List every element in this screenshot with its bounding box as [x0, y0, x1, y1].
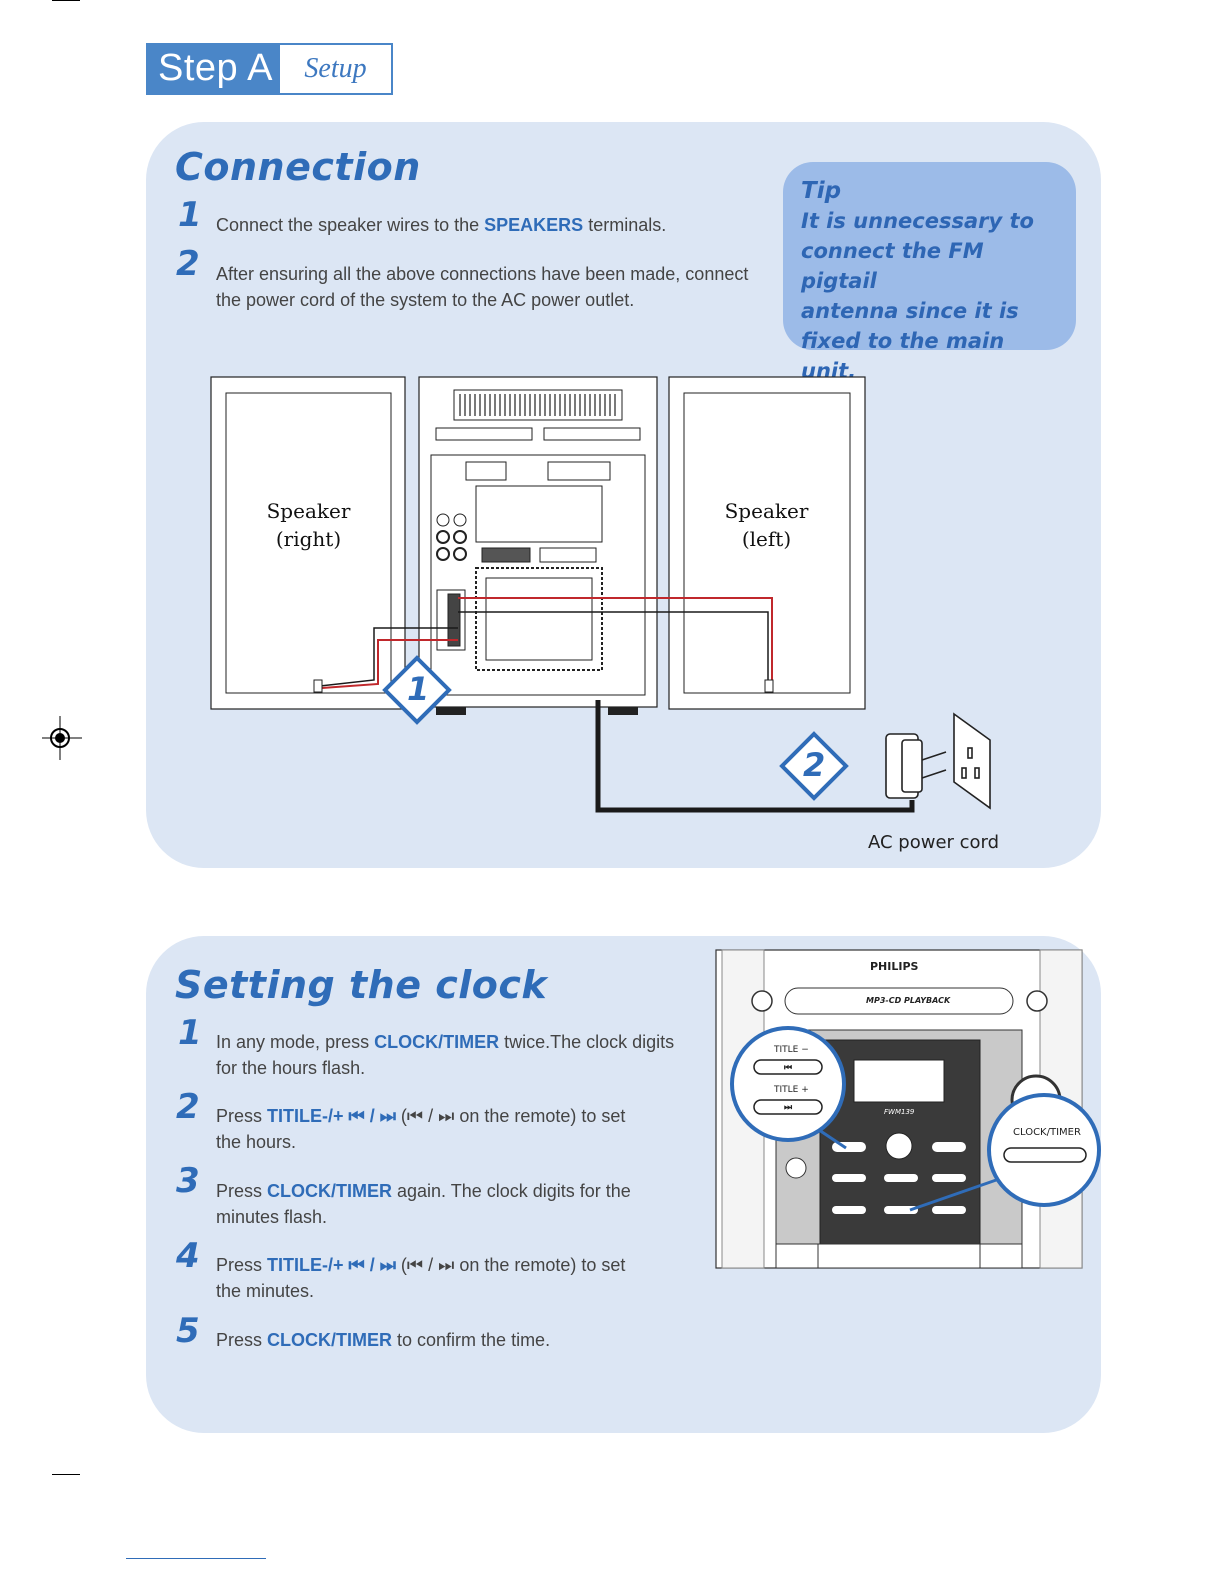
main-unit-rear	[418, 376, 658, 715]
wire-left-black	[458, 611, 769, 680]
tip-line: connect the FM pigtail	[801, 239, 984, 293]
title-plus-button: ⏭	[783, 1102, 793, 1112]
crop-mark-footer	[126, 1558, 266, 1559]
title-minus-label: TITLE −	[774, 1045, 809, 1055]
wall-socket	[953, 712, 991, 810]
step-label: Step A	[146, 43, 280, 95]
speaker-right-label: Speaker(right)	[266, 499, 351, 551]
step-number: 5	[176, 1311, 200, 1351]
section-label: Setup	[280, 43, 393, 95]
step-text: In any mode, press CLOCK/TIMER twice.The…	[216, 1032, 675, 1078]
step-text: After ensuring all the above connections…	[216, 264, 749, 310]
connection-title: Connection	[175, 145, 421, 189]
callout-1-label: 1	[407, 670, 430, 708]
callout-2-icon	[779, 731, 849, 801]
tip-line: It is unnecessary to	[801, 209, 1034, 233]
step-number: 2	[176, 1087, 200, 1127]
registration-mark-icon	[42, 716, 82, 760]
tip-box: Tip It is unnecessary to connect the FM …	[783, 162, 1076, 383]
tip-line: antenna since it is	[801, 299, 1019, 323]
clock-timer-label: CLOCK/TIMER	[1013, 1127, 1081, 1138]
step-number: 1	[178, 1013, 202, 1053]
ac-power-cord-caption: AC power cord	[868, 832, 1000, 853]
callout-1-icon	[382, 655, 452, 725]
step-number: 4	[176, 1236, 200, 1276]
step-number: 2	[176, 244, 200, 284]
tip-title: Tip	[801, 178, 842, 204]
callout-2-label: 2	[803, 746, 826, 784]
step-text: Press CLOCK/TIMER again. The clock digit…	[216, 1181, 631, 1227]
power-cord	[595, 700, 915, 813]
step-number: 3	[176, 1161, 200, 1201]
connection-diagram	[210, 376, 991, 813]
crop-mark-bottom	[52, 1474, 80, 1475]
device-model: FWM139	[884, 1108, 915, 1116]
step-text: Press CLOCK/TIMER to confirm the time.	[216, 1330, 551, 1350]
crop-mark-top	[52, 0, 80, 1]
step-text: Connect the speaker wires to the SPEAKER…	[216, 215, 667, 235]
step-text: Press TITILE-/+ ⏮ / ⏭ (⏮ / ⏭ on the remo…	[216, 1255, 626, 1301]
wire-left-red	[458, 597, 773, 680]
speaker-left-label: Speaker(left)	[724, 499, 809, 551]
title-plus-label: TITLE +	[774, 1085, 809, 1095]
title-minus-button: ⏮	[783, 1062, 793, 1072]
step-text: Press TITILE-/+ ⏮ / ⏭ (⏮ / ⏭ on the remo…	[216, 1106, 626, 1152]
clock-title: Setting the clock	[175, 963, 548, 1007]
step-header: Step A Setup	[146, 43, 393, 95]
device-brand: PHILIPS	[870, 960, 919, 973]
ac-plug	[885, 733, 947, 799]
step-number: 1	[178, 195, 202, 235]
wire-right-black	[319, 627, 458, 687]
device-playback-label: MP3-CD PLAYBACK	[866, 996, 951, 1005]
wire-right-red	[321, 639, 458, 689]
